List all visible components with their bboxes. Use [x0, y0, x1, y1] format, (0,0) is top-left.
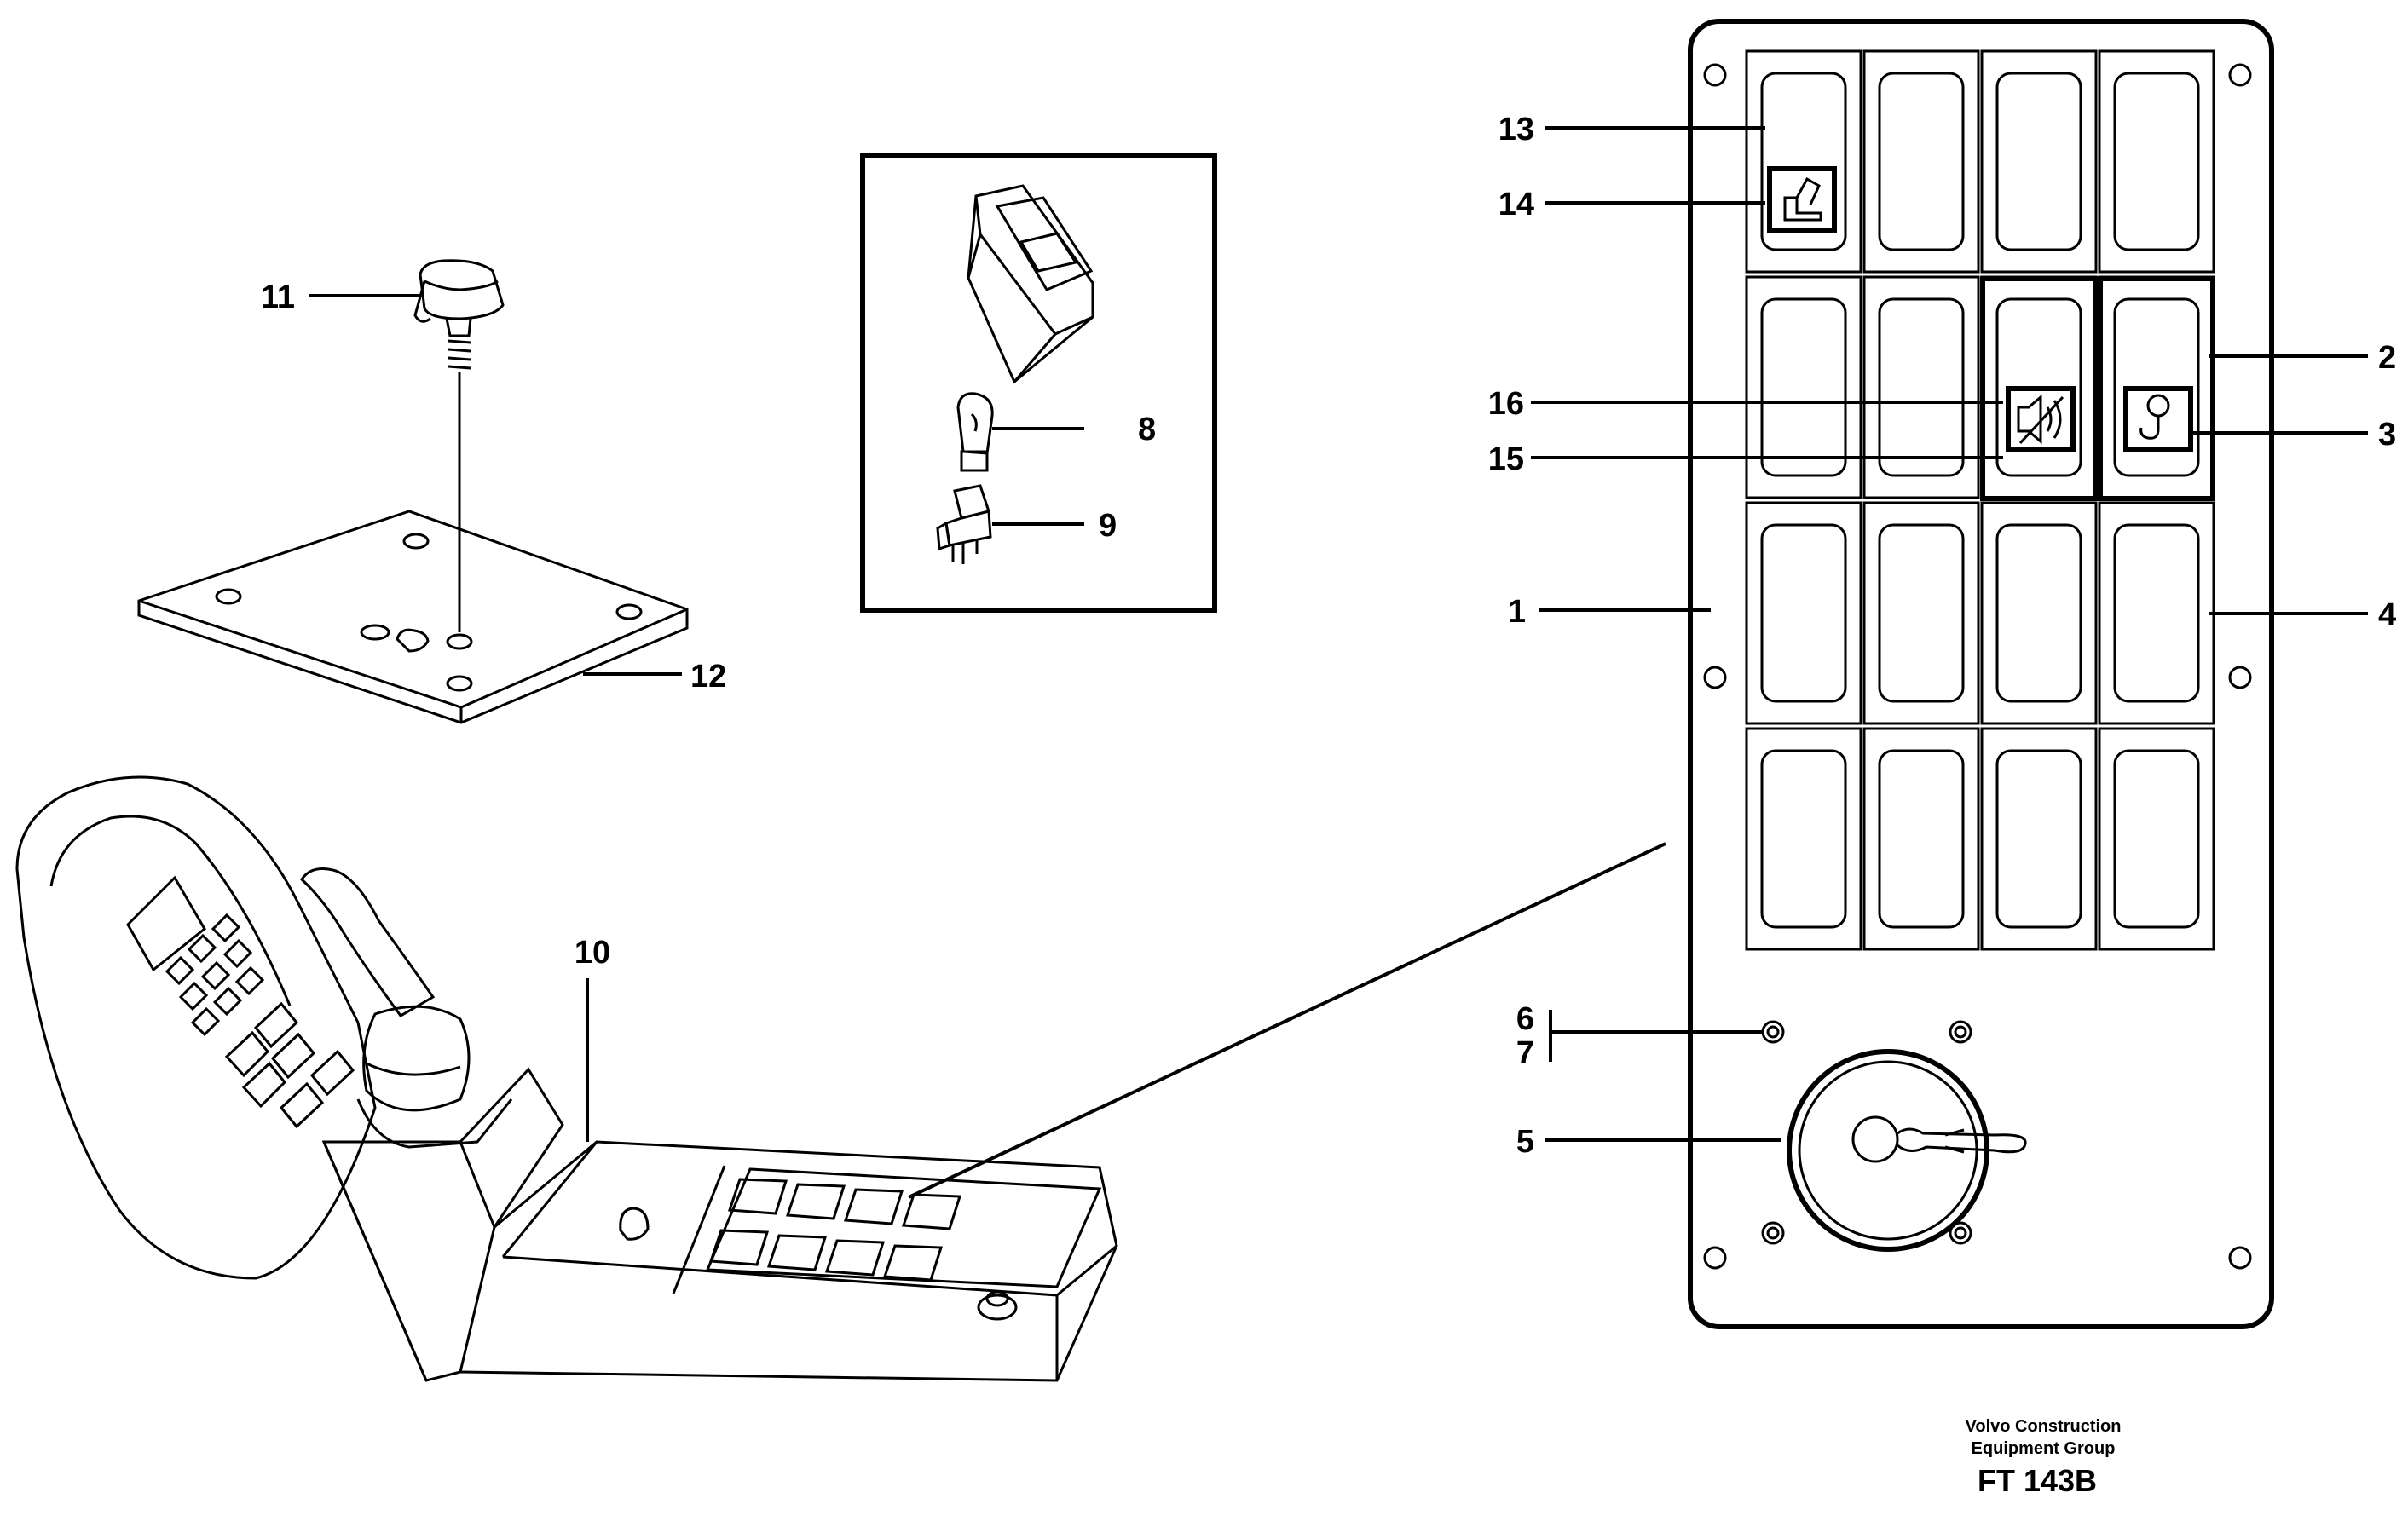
- footer-credit: Volvo Construction Equipment Group FT 14…: [1966, 1417, 2122, 1498]
- switch-slot-window: [1760, 297, 1847, 477]
- callout-10: 10: [575, 935, 610, 971]
- switch-slot-window: [1995, 72, 2082, 251]
- switch-slot: [1980, 49, 2098, 274]
- operator-console: [15, 775, 1118, 1382]
- callout-15: 15: [1488, 441, 1524, 477]
- knob-and-plate: [137, 259, 689, 724]
- knob: [413, 259, 505, 370]
- switch-slot-window: [1995, 523, 2082, 703]
- callout-8: 8: [1138, 412, 1156, 447]
- callout-2: 2: [2378, 340, 2396, 376]
- switch-slot: [1980, 727, 2098, 951]
- horn-off-icon: [2006, 386, 2076, 452]
- switch-slot: [1980, 501, 2098, 725]
- leader-lines: [309, 126, 2368, 1142]
- switch-slot: [2098, 727, 2215, 951]
- switch-slot-window: [1878, 523, 1965, 703]
- callout-5: 5: [1516, 1124, 1534, 1160]
- callout-1: 1: [1508, 594, 1526, 630]
- hook-icon: [2123, 386, 2193, 452]
- bulb: [956, 392, 994, 472]
- callout-11: 11: [261, 280, 295, 315]
- highlight-cell-hook: [2098, 276, 2215, 501]
- callout-16: 16: [1488, 386, 1524, 422]
- switch-slot: [1862, 501, 1980, 725]
- callout-12: 12: [690, 659, 726, 694]
- switch-slot-window: [2113, 523, 2200, 703]
- switch-slot-window: [1995, 749, 2082, 929]
- switch-slot-window: [1760, 749, 1847, 929]
- switch-slot-window: [1760, 523, 1847, 703]
- switch-slot: [1745, 49, 1862, 274]
- switch-slot-window: [2113, 297, 2200, 477]
- switch-panel: [1688, 19, 2274, 1329]
- bulb-holder: [936, 484, 992, 564]
- callout-4: 4: [2378, 597, 2396, 633]
- company-line-2: Equipment Group: [1972, 1439, 2116, 1458]
- callout-14: 14: [1499, 187, 1534, 222]
- callout-9: 9: [1099, 508, 1117, 544]
- switch-slot: [1745, 275, 1862, 499]
- callout-13: 13: [1499, 112, 1534, 147]
- switch-slot-window: [1878, 297, 1965, 477]
- figure-code: FT 143B: [1978, 1463, 2097, 1498]
- switch-slot: [1862, 727, 1980, 951]
- console-switch-bank: [705, 1167, 1102, 1288]
- switch-slot: [1862, 49, 1980, 274]
- mounting-plate: [137, 510, 689, 724]
- switch-grid: [1745, 49, 2215, 951]
- switch-slot-window: [1760, 72, 1847, 251]
- spare-parts-box: [860, 153, 1217, 613]
- ignition-key-switch: [1761, 1020, 2027, 1252]
- switch-slot: [1862, 275, 1980, 499]
- switch-slot-window: [2113, 749, 2200, 929]
- highlight-cell-horn: [1980, 276, 2098, 501]
- keypad: [165, 913, 355, 1129]
- seat-icon: [1767, 166, 1837, 233]
- panel-mounting-holes: [1703, 63, 2252, 1270]
- switch-slot-window: [1878, 72, 1965, 251]
- switch-slot-window: [1878, 749, 1965, 929]
- switch-slot-window: [1995, 297, 2082, 477]
- callout-7: 7: [1516, 1035, 1534, 1071]
- switch-slot: [1745, 727, 1862, 951]
- switch-slot: [1745, 501, 1862, 725]
- callout-3: 3: [2378, 417, 2396, 452]
- callout-6: 6: [1516, 1001, 1534, 1037]
- callout-labels: 11 12 8 9 10 13 14 16 15 1 2 3 4 5 6 7: [261, 112, 2396, 1160]
- company-line-1: Volvo Construction: [1966, 1417, 2122, 1436]
- switch-slot: [2098, 49, 2215, 274]
- rocker-switch: [967, 184, 1094, 384]
- switch-slot: [2098, 501, 2215, 725]
- switch-slot-window: [2113, 72, 2200, 251]
- joystick: [300, 867, 513, 1149]
- detail-leader-line: [908, 842, 1666, 1199]
